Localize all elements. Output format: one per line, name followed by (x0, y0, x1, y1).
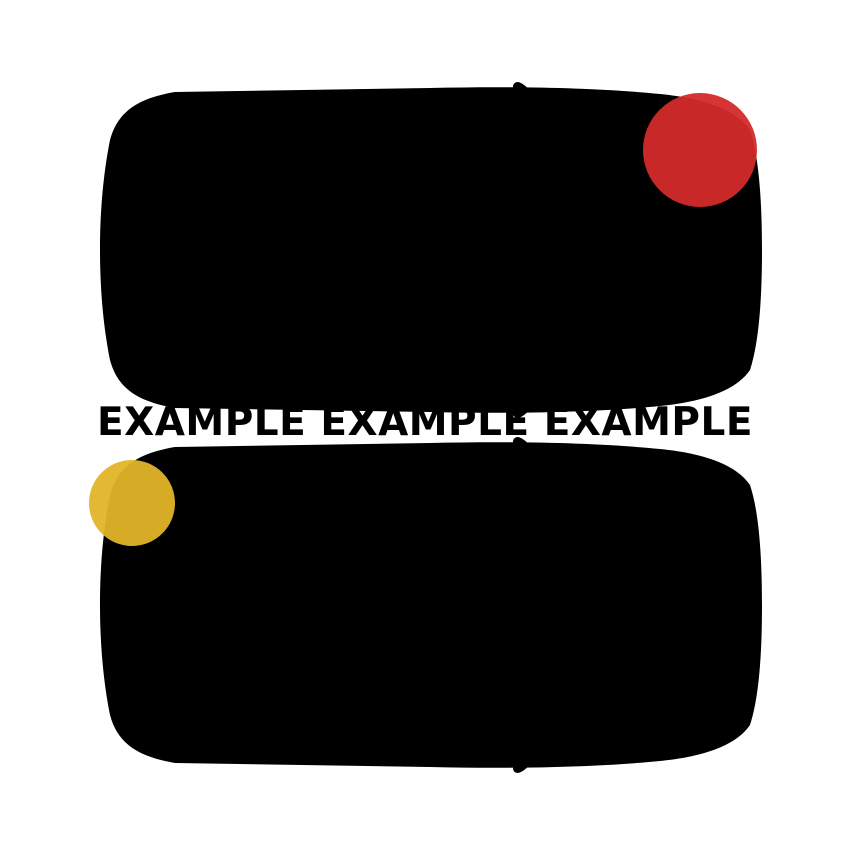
damage-marker-red[interactable] (643, 93, 757, 207)
caption-text: EXAMPLE EXAMPLE EXAMPLE (97, 400, 753, 445)
damage-marker-yellow[interactable] (89, 460, 175, 546)
